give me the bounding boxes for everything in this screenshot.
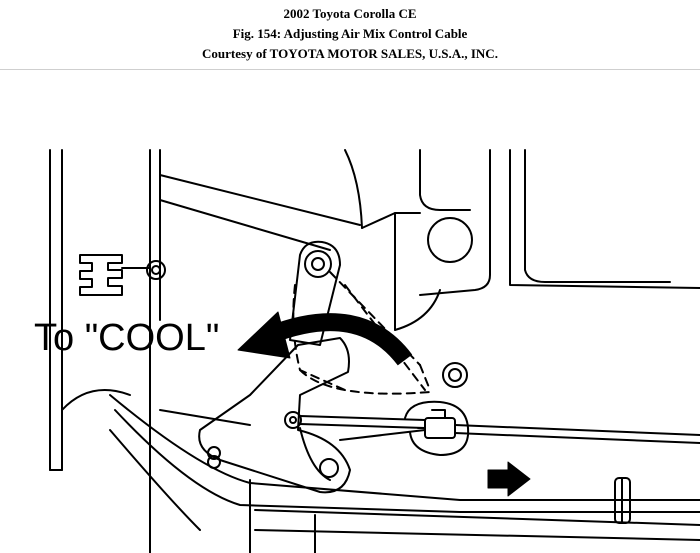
cable-end-fitting (404, 400, 470, 456)
lower-frame (61, 389, 700, 553)
cool-direction-label: To "COOL" (34, 317, 219, 359)
cable-clamp (614, 477, 631, 524)
upper-pivot-arm (289, 240, 341, 346)
cable-clip (79, 254, 166, 296)
bell-crank-plate (198, 337, 351, 494)
right-pivot (442, 362, 468, 388)
upper-panel (159, 149, 441, 331)
caption-divider (0, 69, 700, 70)
vehicle-title: 2002 Toyota Corolla CE (283, 6, 417, 21)
control-cable (454, 424, 700, 444)
figure-title: Fig. 154: Adjusting Air Mix Control Cabl… (232, 26, 468, 41)
right-arrow-icon (487, 461, 531, 497)
figure-caption: 2002 Toyota Corolla CE Fig. 154: Adjusti… (0, 4, 700, 64)
courtesy-line: Courtesy of TOYOTA MOTOR SALES, U.S.A., … (202, 46, 498, 61)
curved-arrow-icon (237, 311, 413, 366)
left-housing-wall (49, 149, 161, 553)
right-housing (419, 149, 700, 296)
